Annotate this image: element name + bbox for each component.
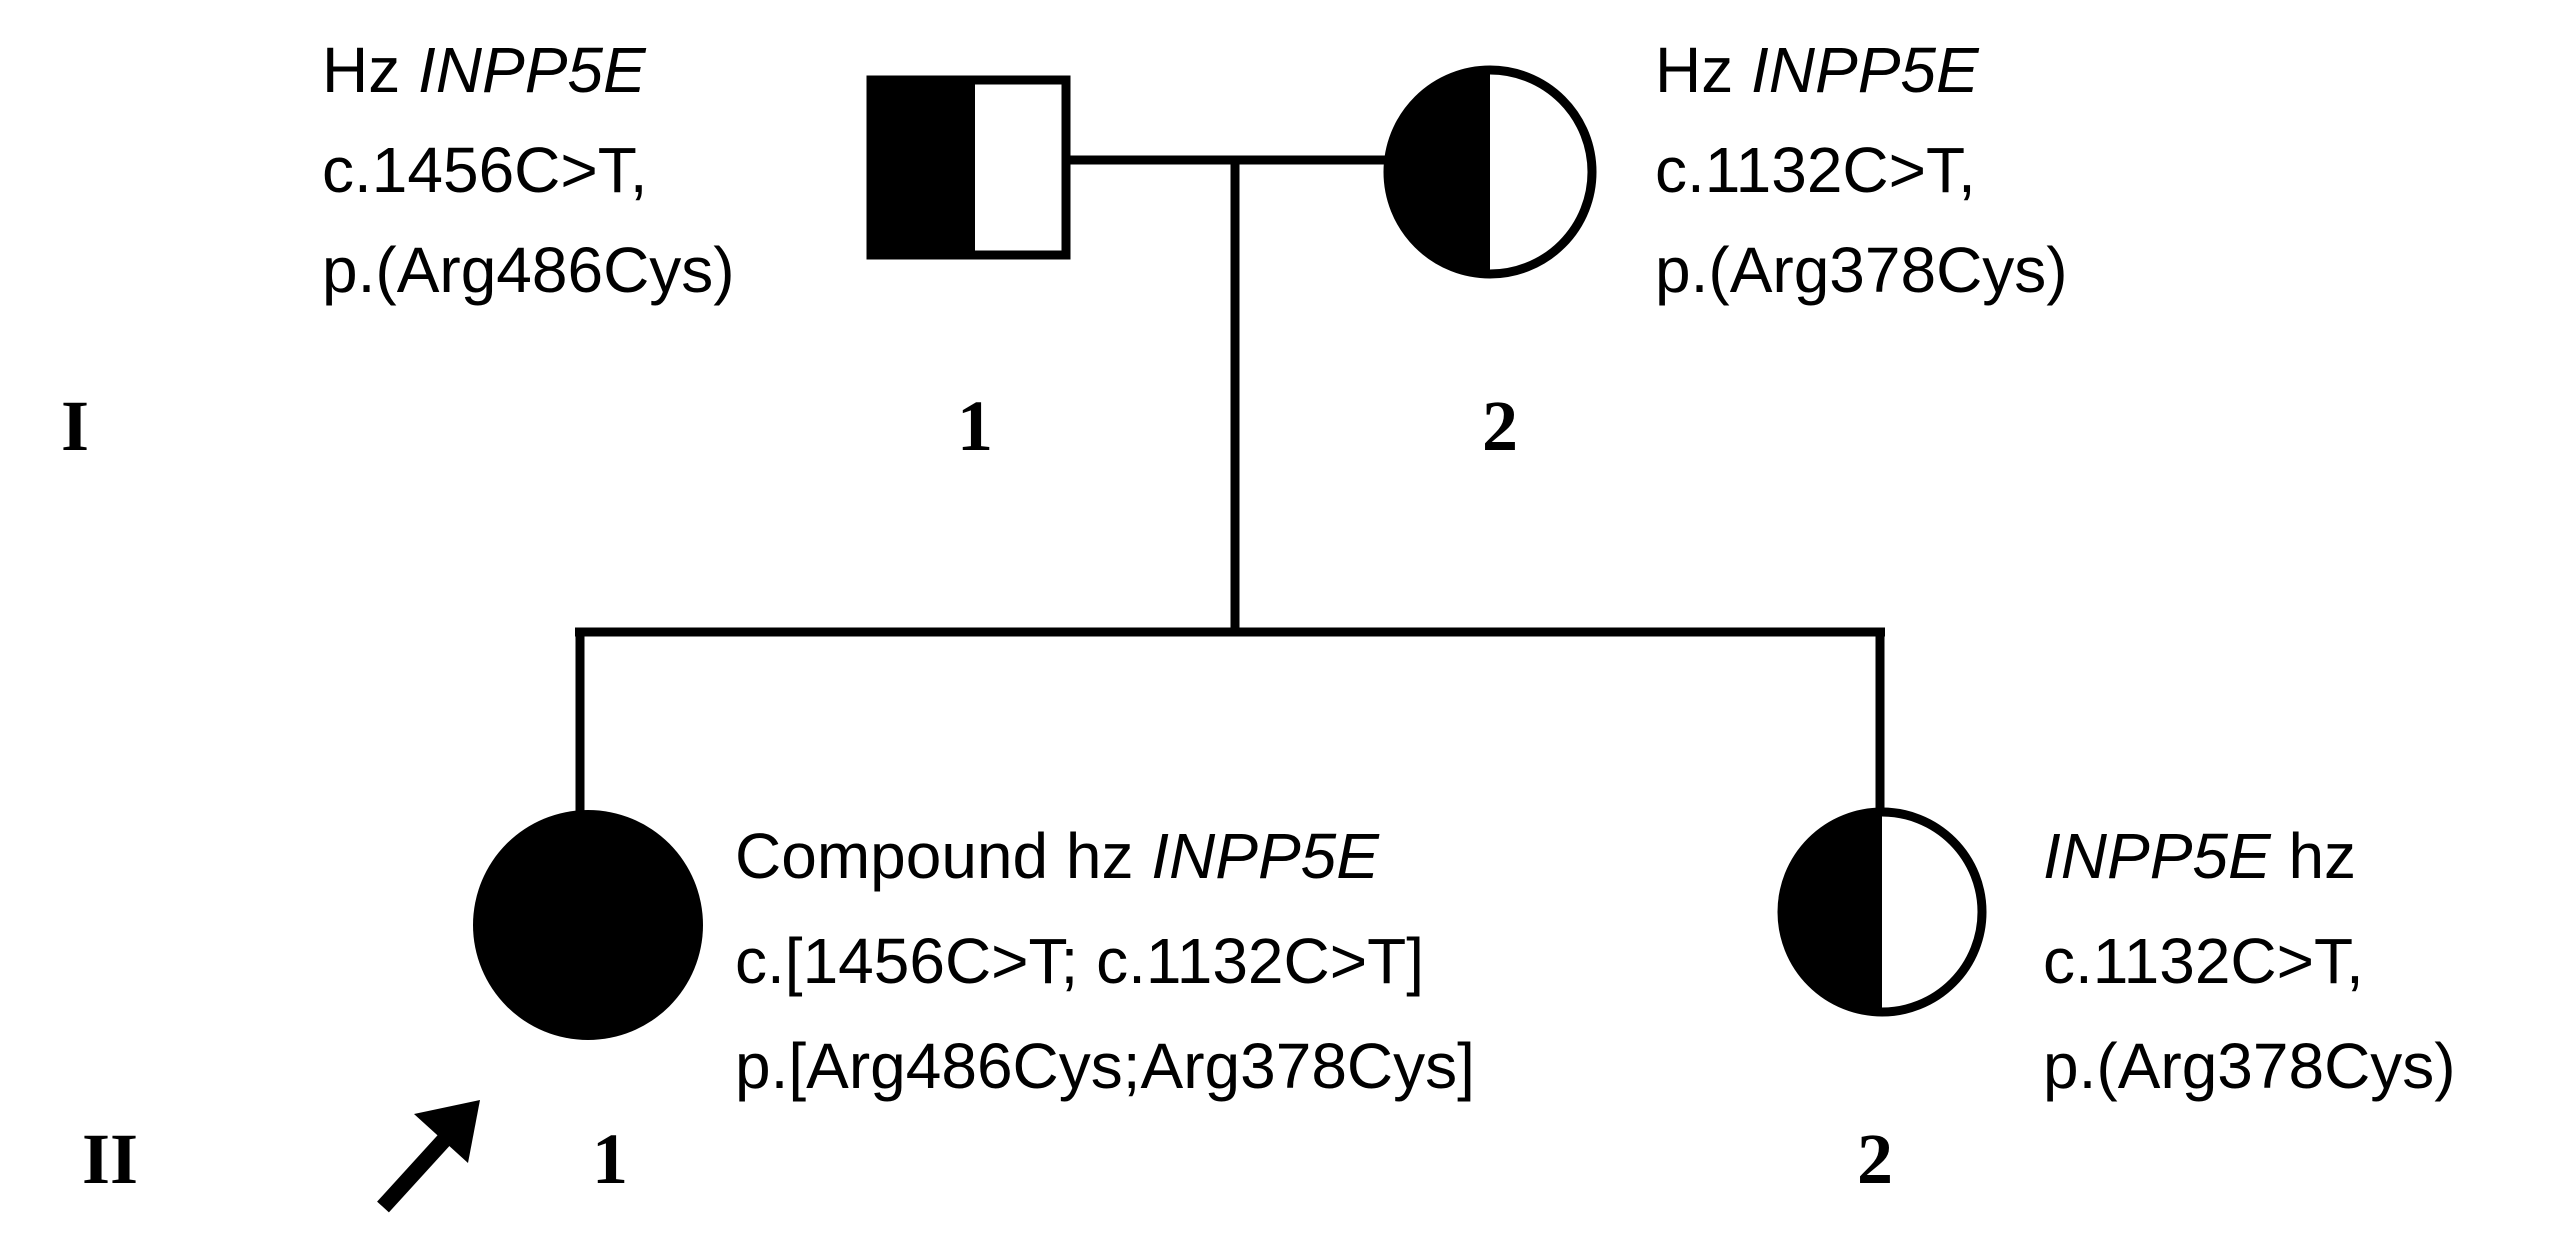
svg-text:p.(Arg378Cys): p.(Arg378Cys)	[2043, 1030, 2456, 1102]
individual-ii-1-label: Compound hz INPP5E c.[1456C>T; c.1132C>T…	[735, 820, 1475, 1102]
individual-ii-2-label: INPP5E hz c.1132C>T, p.(Arg378Cys)	[2043, 820, 2456, 1102]
individual-i-1-symbol	[866, 75, 1071, 260]
svg-text:c.[1456C>T; c.1132C>T]: c.[1456C>T; c.1132C>T]	[735, 925, 1424, 997]
generation-label-i: I	[61, 386, 89, 466]
svg-text:Hz INPP5E: Hz INPP5E	[322, 34, 647, 106]
svg-text:Compound hz INPP5E: Compound hz INPP5E	[735, 820, 1380, 892]
svg-text:p.(Arg486Cys): p.(Arg486Cys)	[322, 234, 735, 306]
individual-number-i-2: 2	[1482, 386, 1518, 466]
svg-text:INPP5E hz: INPP5E hz	[2043, 820, 2356, 892]
individual-i-1-label: Hz INPP5E c.1456C>T, p.(Arg486Cys)	[322, 34, 735, 306]
individual-number-i-1: 1	[957, 386, 993, 466]
individual-ii-1-symbol	[473, 810, 703, 1040]
individual-number-ii-1: 1	[592, 1119, 628, 1199]
proband-arrow-icon	[377, 1100, 480, 1213]
individual-number-ii-2: 2	[1857, 1119, 1893, 1199]
svg-text:Hz INPP5E: Hz INPP5E	[1655, 34, 1980, 106]
svg-text:c.1132C>T,: c.1132C>T,	[1655, 134, 1976, 206]
svg-text:p.[Arg486Cys;Arg378Cys]: p.[Arg486Cys;Arg378Cys]	[735, 1030, 1475, 1102]
svg-text:c.1456C>T,: c.1456C>T,	[322, 134, 648, 206]
svg-text:c.1132C>T,: c.1132C>T,	[2043, 925, 2364, 997]
individual-ii-2-symbol	[1777, 807, 1987, 1017]
svg-text:p.(Arg378Cys): p.(Arg378Cys)	[1655, 234, 2068, 306]
individual-i-2-label: Hz INPP5E c.1132C>T, p.(Arg378Cys)	[1655, 34, 2068, 306]
individual-i-2-symbol	[1383, 65, 1597, 279]
generation-label-ii: II	[82, 1119, 138, 1199]
